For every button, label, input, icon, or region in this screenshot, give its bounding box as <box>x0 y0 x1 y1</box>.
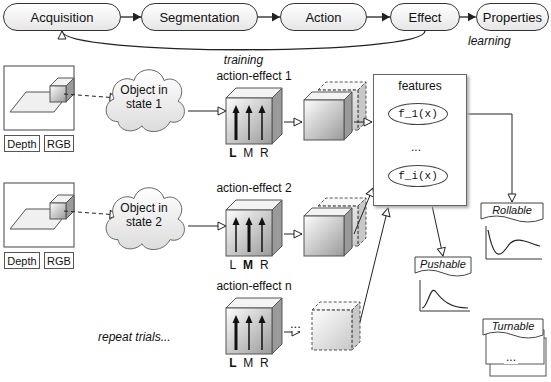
tag-node: Depth <box>4 252 40 269</box>
node-text: f_i(x) <box>398 170 438 182</box>
node-text: Segmentation <box>159 10 239 25</box>
pill-node: Segmentation <box>141 3 258 31</box>
doc-node: Turnable <box>482 318 544 340</box>
doc-node: Pushable <box>414 256 472 314</box>
cube-heading: action-effect 1 <box>196 69 312 83</box>
action-cube <box>226 200 282 256</box>
note-label: learning <box>466 34 513 48</box>
connector <box>258 16 280 17</box>
ell-node: f_i(x) <box>388 165 448 187</box>
cube-node: action-effect 1LMR <box>226 88 282 144</box>
action-letter: M <box>243 258 253 272</box>
cloud-node: Object in state 2 <box>100 178 188 252</box>
node-text: Depth <box>7 138 36 150</box>
action-letter: L <box>229 146 236 160</box>
action-letter: R <box>260 258 269 272</box>
property-name: Turnable <box>482 320 544 332</box>
tag-node: RGB <box>44 252 74 269</box>
action-letter: L <box>229 356 236 370</box>
action-cube <box>226 88 282 144</box>
connector <box>62 31 425 50</box>
connector <box>121 16 141 17</box>
connector <box>460 16 476 17</box>
pill-node: Action <box>280 3 367 31</box>
cube-heading: action-effect 2 <box>196 181 312 195</box>
node-text: Depth <box>7 255 36 267</box>
node-text: RGB <box>47 138 71 150</box>
cube-node: action-effect 2LMR <box>226 200 282 256</box>
tag-node: Depth <box>4 135 40 152</box>
cube-heading: action-effect n <box>196 279 312 293</box>
action-letter: R <box>260 146 269 160</box>
action-letter: R <box>260 356 269 370</box>
doc-node: Rollable <box>480 202 544 262</box>
node-text: Object in state 1 <box>115 83 173 112</box>
pill-node: Effect <box>390 3 460 31</box>
node-text: Acquisition <box>31 10 94 25</box>
edge-label: training <box>222 53 265 67</box>
node-text: Effect <box>408 10 441 25</box>
node-text: features <box>374 79 466 93</box>
node-text: Object in state 2 <box>115 201 173 230</box>
connector <box>188 226 226 227</box>
action-cube <box>226 298 282 354</box>
property-name: Pushable <box>414 258 472 270</box>
action-letter: M <box>243 146 253 160</box>
node-text: RGB <box>47 255 71 267</box>
node-text: f_1(x) <box>398 108 438 120</box>
action-letters: LMR <box>226 146 272 160</box>
note-label: ... <box>288 316 303 331</box>
cube-node: action-effect nLMR <box>226 298 282 354</box>
cloud-node: Object in state 1 <box>100 60 188 134</box>
note-label: ... <box>409 140 423 154</box>
note-label: repeat trials... <box>96 330 173 344</box>
property-name: Rollable <box>480 204 544 216</box>
tag-node: RGB <box>44 135 74 152</box>
pill-node: Properties <box>476 3 549 31</box>
action-letter: M <box>243 356 253 370</box>
action-letters: LMR <box>226 356 272 370</box>
node-text: Properties <box>483 10 542 25</box>
connector <box>367 16 390 17</box>
note-label: ... <box>504 350 518 364</box>
action-letter: L <box>229 258 236 272</box>
node-text: Action <box>305 10 341 25</box>
ell-node: f_1(x) <box>388 103 448 125</box>
action-letters: LMR <box>226 258 272 272</box>
connector <box>188 111 226 112</box>
pill-node: Acquisition <box>3 3 121 31</box>
